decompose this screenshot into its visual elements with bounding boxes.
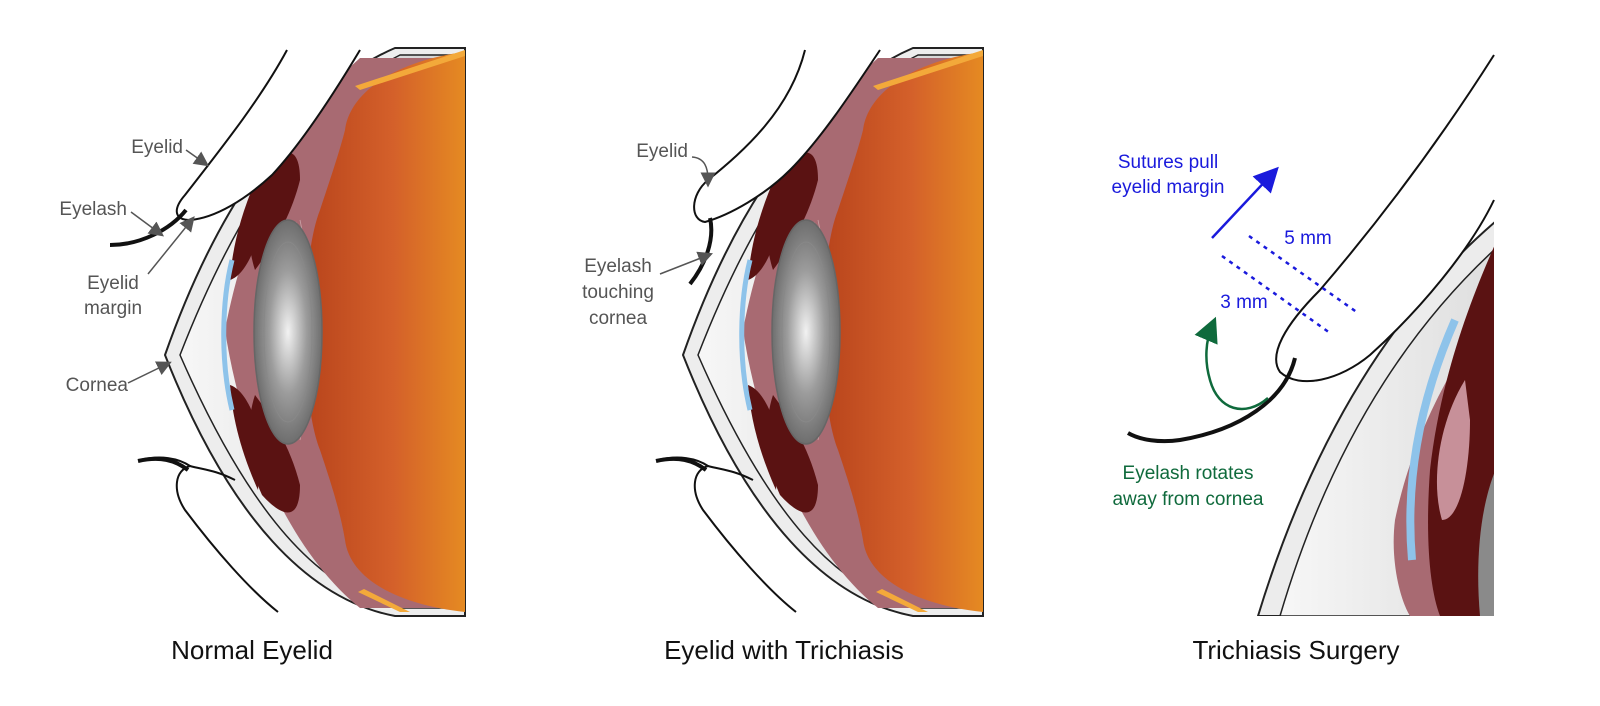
panel-trichiasis: Eyelid Eyelash touching cornea Eyelid wi… [582, 48, 983, 665]
label-eyelash-touching-line2: touching [582, 282, 654, 303]
label-eyelash: Eyelash [59, 199, 127, 220]
eyelash-rotation-arrow [1194, 316, 1269, 411]
label-eyelid-p2: Eyelid [636, 141, 688, 162]
panel-normal-eyelid: Eyelid Eyelash Eyelid margin Cornea Norm… [59, 48, 465, 665]
label-rotates-line2: away from cornea [1112, 489, 1263, 510]
incision-line-3mm [1221, 254, 1331, 335]
upper-eyelid-surgery [1275, 54, 1495, 383]
caption-trichiasis: Eyelid with Trichiasis [664, 635, 904, 665]
upper-eyelid-trichiasis [693, 49, 881, 224]
eyelash-rotated [1126, 357, 1297, 444]
label-eyelid-margin-line2: margin [84, 298, 142, 319]
label-eyelash-touching-line3: cornea [589, 308, 648, 329]
label-3mm: 3 mm [1220, 292, 1268, 313]
label-cornea: Cornea [66, 375, 129, 396]
label-eyelash-touching-line1: Eyelash [584, 256, 652, 277]
eyelash-touching-cornea [688, 217, 714, 286]
suture-pull-arrow [1211, 166, 1279, 239]
label-sutures-line2: eyelid margin [1112, 177, 1225, 198]
label-eyelid-margin-line1: Eyelid [87, 273, 139, 294]
caption-surgery: Trichiasis Surgery [1192, 635, 1399, 665]
incision-line-5mm [1248, 234, 1359, 315]
label-eyelid: Eyelid [131, 137, 183, 158]
label-5mm: 5 mm [1284, 228, 1332, 249]
label-sutures-line1: Sutures pull [1118, 152, 1218, 173]
label-rotates-line1: Eyelash rotates [1123, 463, 1254, 484]
eye-closeup [1256, 221, 1494, 616]
panel-trichiasis-surgery: Sutures pull eyelid margin 5 mm 3 mm Eye… [1112, 54, 1495, 665]
caption-normal-eyelid: Normal Eyelid [171, 635, 333, 665]
